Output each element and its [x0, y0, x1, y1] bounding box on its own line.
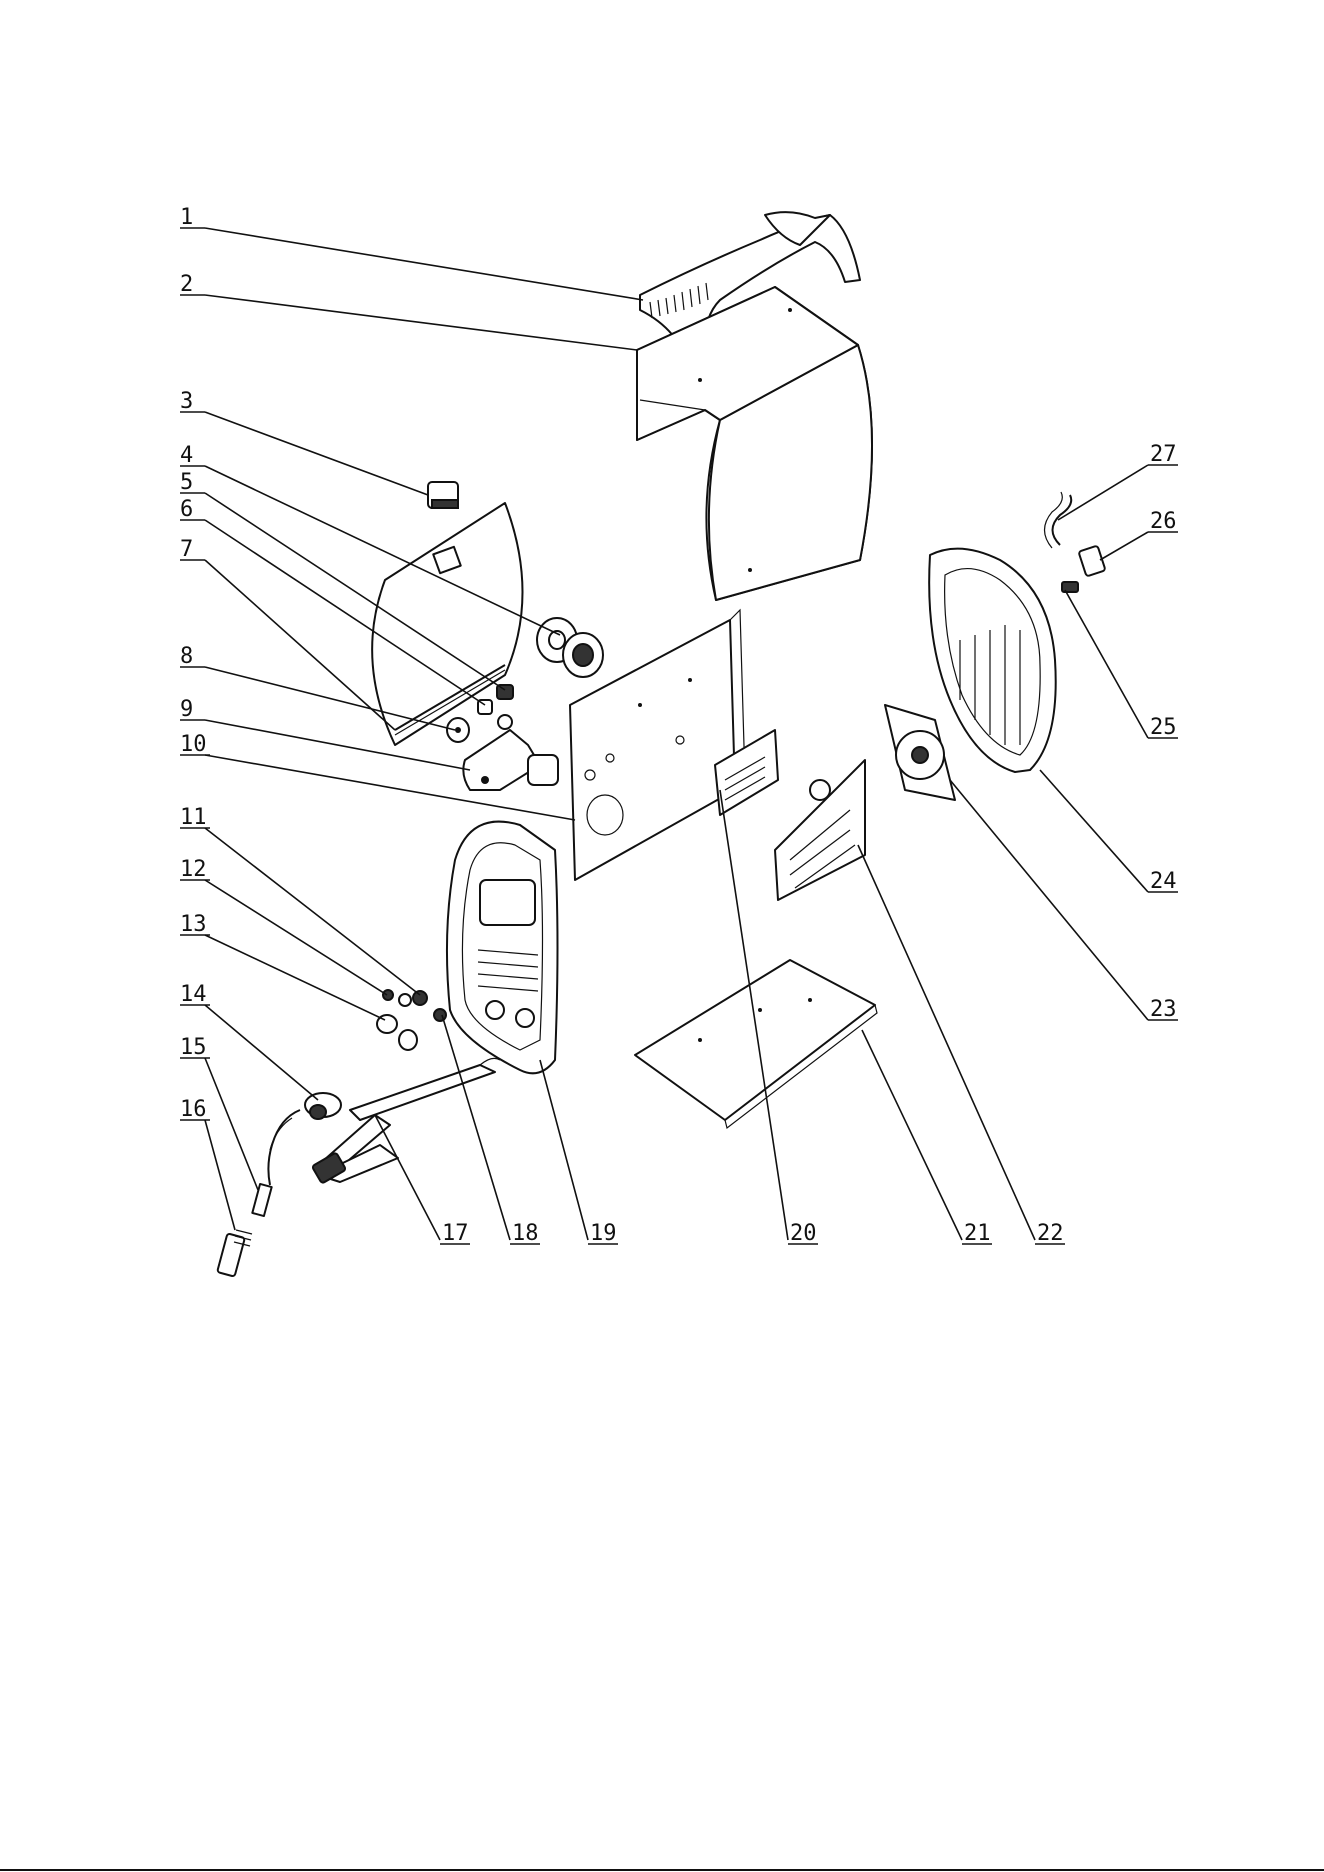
callout-22: 22 [1035, 1221, 1065, 1246]
callout-5: 5 [180, 470, 205, 495]
callout-label: 8 [180, 644, 193, 669]
part-main-board [775, 760, 865, 900]
callout-6: 6 [180, 497, 205, 522]
callout-label: 27 [1150, 442, 1177, 467]
callout-label: 7 [180, 537, 193, 562]
part-base-plate [635, 960, 877, 1128]
callout-label: 2 [180, 272, 193, 297]
callout-label: 14 [180, 982, 207, 1007]
callout-10: 10 [180, 732, 210, 757]
callout-3: 3 [180, 389, 205, 414]
part-torch [217, 1110, 300, 1277]
callout-1: 1 [180, 205, 205, 230]
part-wire-feeder [463, 715, 558, 790]
part-rear-panel [929, 549, 1056, 772]
callout-label: 5 [180, 470, 193, 495]
callout-8: 8 [180, 644, 205, 669]
part-side-door-panel [372, 503, 522, 745]
part-casing-cover [637, 287, 872, 600]
part-fan [885, 705, 955, 800]
callout-25: 25 [1148, 715, 1178, 740]
callout-27: 27 [1148, 442, 1178, 467]
callout-19: 19 [588, 1221, 618, 1246]
callout-18: 18 [510, 1221, 540, 1246]
callout-7: 7 [180, 537, 205, 562]
part-ground-cable [350, 1058, 500, 1120]
part-front-panel [447, 822, 558, 1074]
callout-16: 16 [180, 1097, 210, 1122]
callout-label: 10 [180, 732, 207, 757]
callout-21: 21 [962, 1221, 992, 1246]
callout-label: 26 [1150, 509, 1177, 534]
callout-label: 18 [512, 1221, 539, 1246]
callout-label: 19 [590, 1221, 617, 1246]
part-washer [447, 718, 469, 742]
part-switch-cable [1045, 492, 1106, 592]
callout-4: 4 [180, 443, 205, 468]
callout-label: 25 [1150, 715, 1177, 740]
callout-2: 2 [180, 272, 205, 297]
callout-label: 3 [180, 389, 193, 414]
callout-11: 11 [180, 805, 210, 830]
callout-label: 6 [180, 497, 193, 522]
part-spool [537, 618, 603, 677]
callout-26: 26 [1148, 509, 1178, 534]
callout-13: 13 [180, 912, 210, 937]
callout-label: 4 [180, 443, 193, 468]
callout-label: 22 [1037, 1221, 1064, 1246]
callout-20: 20 [788, 1221, 818, 1246]
callout-label: 23 [1150, 997, 1177, 1022]
callout-label: 24 [1150, 869, 1177, 894]
callout-label: 12 [180, 857, 207, 882]
callout-label: 16 [180, 1097, 207, 1122]
callout-label: 1 [180, 205, 193, 230]
callout-23: 23 [1148, 997, 1178, 1022]
callout-label: 11 [180, 805, 207, 830]
part-small-button [428, 482, 458, 508]
callout-24: 24 [1148, 869, 1178, 894]
part-connectors [377, 990, 446, 1050]
callout-15: 15 [180, 1035, 210, 1060]
callout-14: 14 [180, 982, 210, 1007]
callout-17: 17 [440, 1221, 470, 1246]
callout-label: 9 [180, 697, 193, 722]
callout-label: 17 [442, 1221, 469, 1246]
callout-label: 15 [180, 1035, 207, 1060]
callout-label: 13 [180, 912, 207, 937]
callout-12: 12 [180, 857, 210, 882]
callout-label: 21 [964, 1221, 991, 1246]
callout-label: 20 [790, 1221, 817, 1246]
callout-9: 9 [180, 697, 205, 722]
